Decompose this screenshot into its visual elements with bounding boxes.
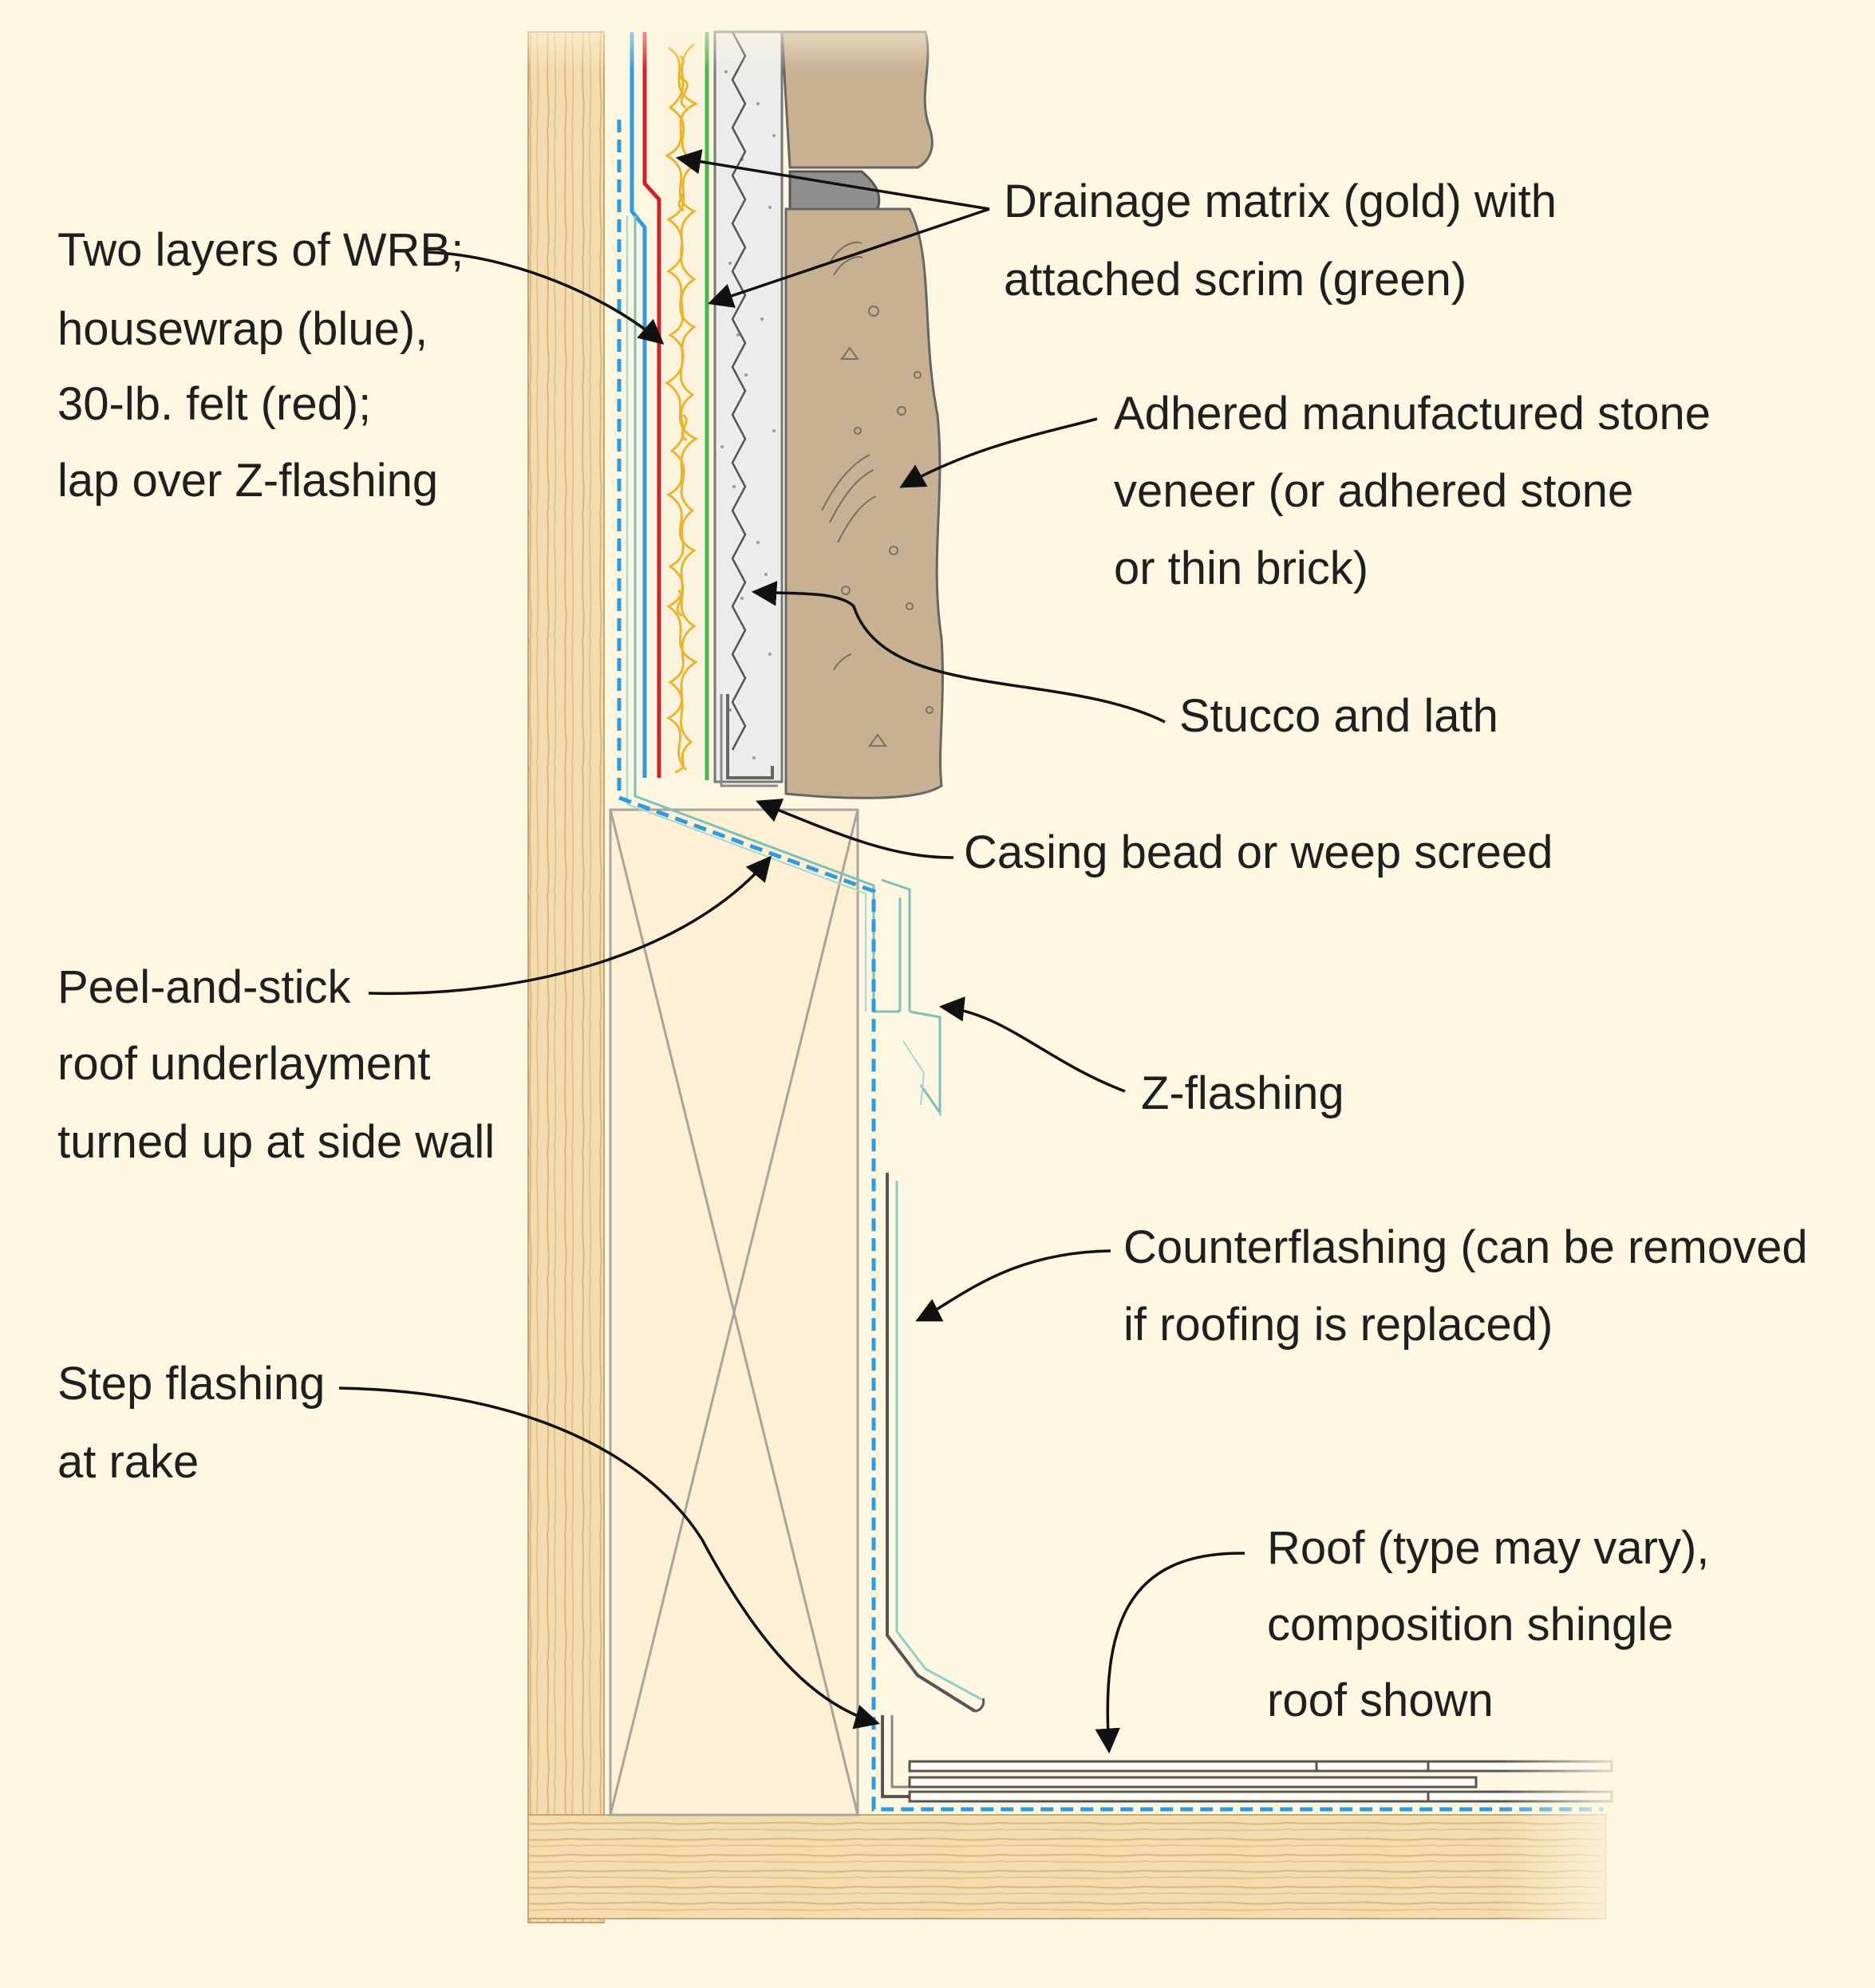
label-stucco-lath: Stucco and lath [1179,690,1498,742]
drainage-matrix [664,32,704,774]
label-wrb: Two layers of WRB; housewrap (blue), 30-… [57,224,476,507]
label-roof: Roof (type may vary), composition shingl… [1267,1522,1723,1726]
stone-veneer [780,30,944,799]
label-drainage-matrix: Drainage matrix (gold) with attached scr… [1004,176,1569,306]
labels: Two layers of WRB; housewrap (blue), 30-… [57,176,1821,1726]
label-counterflashing: Counterflashing (can be removed if roofi… [1123,1221,1821,1351]
roof-shingles [908,1760,1613,1803]
peel-and-stick-underlayment [617,120,1604,1812]
casing-bead [726,694,774,779]
leader-lines [338,149,1245,1754]
label-stone-veneer: Adhered manufactured stone veneer (or ad… [1114,388,1723,594]
label-casing-bead: Casing bead or weep screed [964,826,1553,878]
rafter-blocking [609,808,859,1816]
felt-layer [642,32,661,778]
label-z-flashing: Z-flashing [1141,1067,1344,1119]
housewrap-layer [630,32,647,778]
stucco-lath [713,30,784,787]
z-flashing [634,215,900,1013]
label-peel-and-stick: Peel-and-stick roof underlayment turned … [57,961,495,1168]
counterflashing [886,1173,985,1713]
label-step-flashing: Step flashing at rake [57,1358,338,1488]
wall-framing [527,31,1606,1923]
roof-deck [527,1814,1606,1919]
